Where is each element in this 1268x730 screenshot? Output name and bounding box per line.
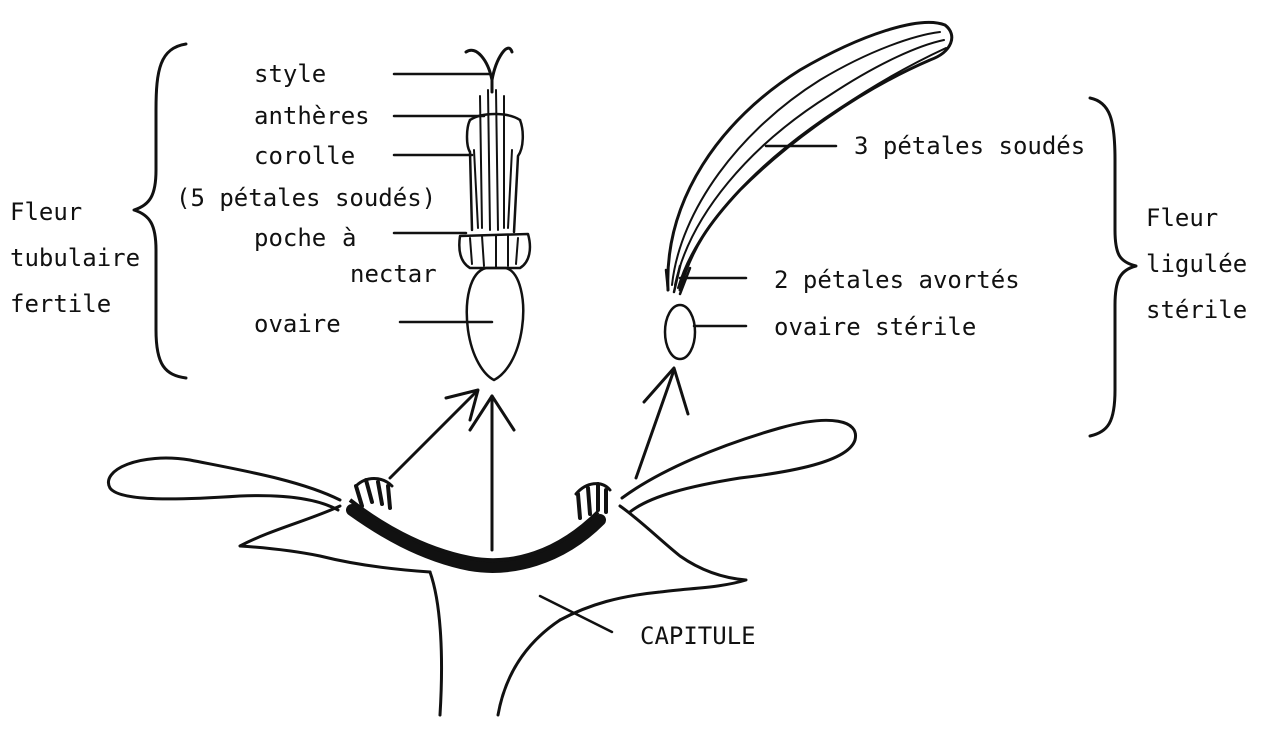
group-ligulee-line1: Fleur [1146,206,1218,230]
label-ovaire-sterile: ovaire stérile [774,315,976,339]
label-capitule: CAPITULE [640,624,756,648]
ligulate-flower [665,22,952,359]
label-corolle: corolle [254,144,355,168]
group-ligulee-line3: stérile [1146,298,1247,322]
group-tubulaire-line3: fertile [10,292,111,316]
label-3-petales-soudes: 3 pétales soudés [854,134,1085,158]
sterile-ovary [665,305,695,359]
group-ligulee-line2: ligulée [1146,252,1247,276]
label-antheres: anthères [254,104,370,128]
stem [430,572,442,715]
ovary [467,268,523,380]
anthers [474,90,512,230]
label-2-petales-avortes: 2 pétales avortés [774,268,1020,292]
label-nectar: nectar [350,262,437,286]
capitule-head [108,420,855,715]
group-tubulaire-line1: Fleur [10,200,82,224]
tubular-flower [459,48,530,380]
label-5-petales-soudes: (5 pétales soudés) [176,186,436,210]
label-style: style [254,62,326,86]
label-a: à [342,226,356,250]
leader-lines [394,74,836,326]
label-poche: poche [254,226,326,250]
right-brace [1090,98,1136,436]
group-tubulaire-line2: tubulaire [10,246,140,270]
style-tip [466,50,492,80]
label-ovaire: ovaire [254,312,341,336]
